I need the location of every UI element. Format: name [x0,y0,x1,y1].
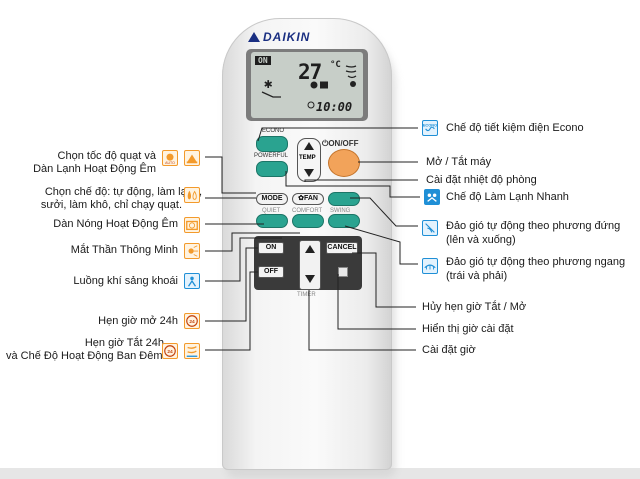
lcd-on-indicator: ON [255,56,271,65]
on-timer-text: ON [265,244,277,251]
intelligent-eye-icon [184,243,200,259]
quiet-button[interactable] [256,214,288,228]
lcd-louver-icon [261,91,281,98]
fan-button-text: FAN [303,195,318,202]
fan-auto-icon: AUTO [162,150,178,166]
label-fan-speed-line1: Chọn tốc độ quạt và [57,150,156,162]
label-on-timer: Hẹn giờ mở 24h [98,315,178,327]
fan-icon: ✿ [298,195,304,202]
lcd-clock-icon [307,101,315,109]
temp-button[interactable]: TEMP [297,138,321,182]
lcd-temperature: 27 [298,60,322,84]
swing-button-label: SWING [330,208,351,214]
temp-button-label: TEMP [299,155,316,161]
lcd-fan-icon [310,81,328,89]
svg-text:24: 24 [189,319,195,325]
outdoor-unit-icon [184,217,200,233]
brand-triangle-icon [248,32,260,42]
comfort-button[interactable] [292,214,324,228]
comfort-button-label: COMFORT [292,208,323,214]
timer-up-icon [305,245,315,253]
brand-logo: DAIKIN [248,30,368,44]
clock-button[interactable] [338,267,348,277]
label-swing-vertical-line2: (lên và xuống) [446,234,516,246]
label-fan-speed-line2: Dàn Lạnh Hoạt Động Êm [33,163,156,175]
label-mode-line2: sưởi, làm khô, chỉ chạy quạt. [40,199,182,211]
lcd-timer: 10:00 [316,100,353,114]
label-cancel-timer: Hủy hẹn giờ Tắt / Mở [422,301,527,313]
cancel-timer-button[interactable]: CANCEL [326,242,358,254]
label-comfort-airflow: Luồng khí sảng khoái [73,275,178,287]
onoff-button[interactable] [328,149,360,177]
label-off-timer-line2: và Chế Độ Hoạt Động Ban Đêm [6,350,163,362]
clock-24-icon: 24 [184,313,200,329]
comfort-person-icon [184,273,200,289]
timer-set-button[interactable] [299,240,321,290]
label-mode-line1: Chọn chế độ: tự động, làm lạnh, [44,186,202,198]
swing-horizontal-button[interactable] [328,214,360,228]
lcd-degree-unit: °C [330,60,341,70]
label-swing-horizontal-line1: Đảo gió tự động theo phương ngang [446,256,626,268]
powerful-button[interactable] [256,161,288,177]
brand-text: DAIKIN [263,30,311,44]
off-timer-text: OFF [264,268,278,275]
mode-button[interactable]: MODE [256,193,288,205]
powerful-button-label: POWERFUL [254,153,289,159]
onoff-button-label: ⏻ON/OFF [322,139,359,149]
cancel-timer-text: CANCEL [327,244,357,251]
label-powerful: Chế độ Làm Lạnh Nhanh [446,191,569,203]
mode-flame-drop-icon [184,187,200,203]
label-econo: Chế độ tiết kiệm điện Econo [446,122,584,134]
clock-24-off-icon: 24 [162,343,178,359]
econo-button-label: ECONO [262,128,285,134]
label-swing-vertical-line1: Đảo gió tự động theo phương đứng [446,220,621,232]
lcd-display: ON ✱ 27 °C 10:00 [251,52,363,118]
snowflake-icon: ✱ [264,76,273,92]
quiet-button-label: QUIET [262,208,281,214]
label-show-timer: Hiển thị giờ cài đặt [422,323,514,335]
powerful-icon [424,189,440,205]
label-set-timer: Cài đặt giờ [422,344,476,356]
swing-horizontal-icon [422,258,438,274]
temp-up-icon [304,142,314,150]
label-off-timer-line1: Hẹn giờ Tắt 24h [84,337,164,349]
label-outdoor-quiet: Dàn Nóng Hoạt Động Êm [53,218,178,230]
mode-button-text: MODE [261,195,283,202]
swing-vertical-button[interactable] [328,192,360,206]
power-icon: ⏻ [322,139,329,148]
label-swing-horizontal-line2: (trái và phải) [446,270,508,282]
on-timer-button[interactable]: ON [258,242,284,254]
econo-icon: ECONO [422,120,438,136]
temp-down-icon [304,169,314,177]
timer-label: TIMER [297,292,316,298]
label-intelligent-eye: Mắt Thần Thông Minh [70,244,178,256]
quiet-indoor-icon [184,150,200,166]
label-temp: Cài đặt nhiệt độ phòng [426,174,537,186]
onoff-text: ON/OFF [328,139,359,148]
svg-text:ECONO: ECONO [423,122,437,127]
econo-button[interactable] [256,136,288,152]
lcd-airflow-icon [345,65,357,87]
swing-vertical-icon [422,220,438,236]
timer-down-icon [305,275,315,283]
label-onoff: Mở / Tắt máy [426,156,492,168]
night-mode-icon [184,343,200,359]
svg-text:AUTO: AUTO [165,161,175,165]
svg-text:24: 24 [167,349,173,355]
fan-button[interactable]: ✿FAN [292,193,324,205]
off-timer-button[interactable]: OFF [258,266,284,278]
